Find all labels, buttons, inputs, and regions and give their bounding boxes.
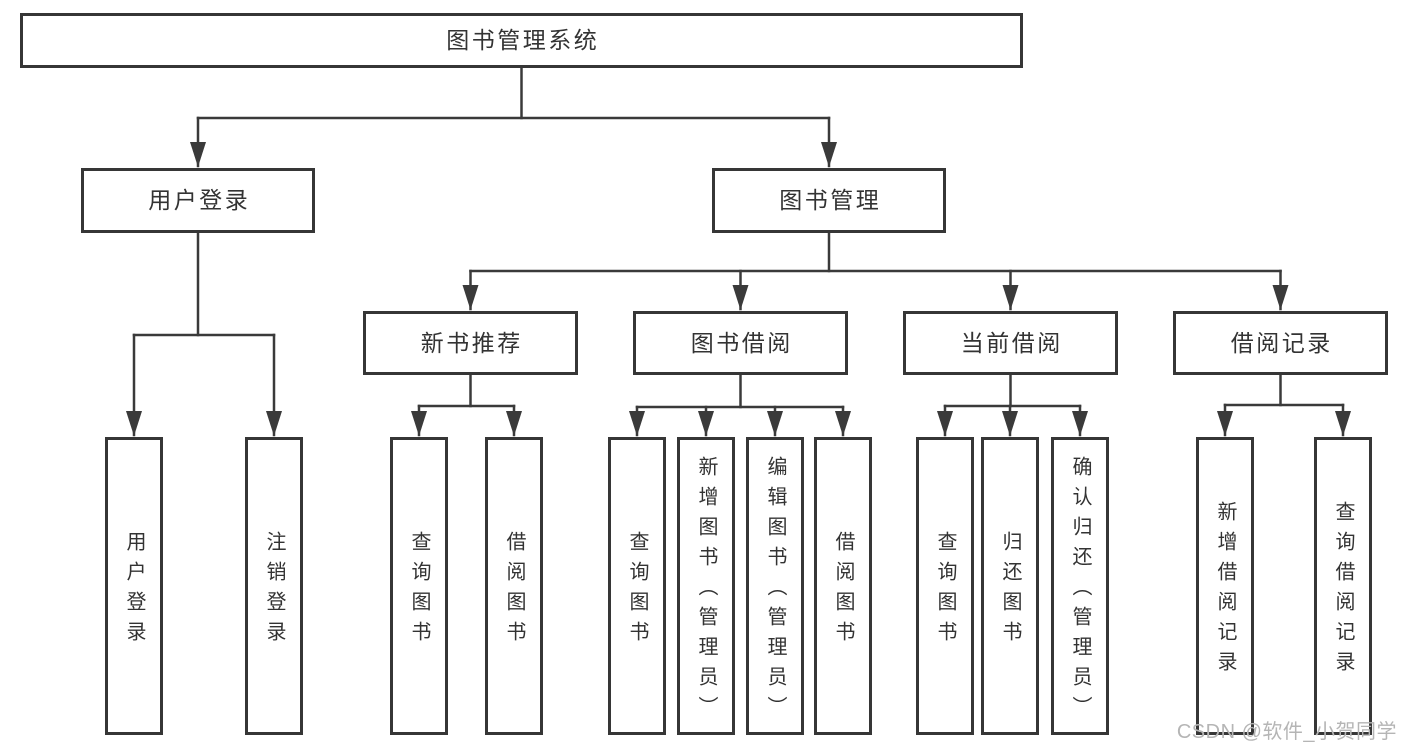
node-user-login-label: 用户登录: [148, 187, 251, 213]
node-current-borrowing: 当前借阅: [903, 311, 1118, 375]
node-new-book-recommend-label: 新书推荐: [420, 329, 523, 356]
leaf-query-books-1-label: 查询图书: [408, 531, 430, 651]
leaf-query-books-1: 查询图书: [390, 437, 448, 735]
leaf-confirm-return-admin: 确认归还（管理员）: [1051, 437, 1109, 735]
node-library-management-system: 图书管理系统: [20, 13, 1023, 68]
leaf-borrow-books-2: 借阅图书: [814, 437, 872, 735]
leaf-query-books-2: 查询图书: [608, 437, 666, 735]
node-new-book-recommend: 新书推荐: [363, 311, 578, 375]
leaf-query-borrow-record: 查询借阅记录: [1314, 437, 1372, 735]
node-current-borrowing-label: 当前借阅: [960, 329, 1063, 356]
node-user-login: 用户登录: [81, 168, 315, 233]
node-book-borrowing: 图书借阅: [633, 311, 848, 375]
leaf-edit-books-admin-label: 编辑图书（管理员）: [764, 456, 786, 726]
node-book-borrowing-label: 图书借阅: [690, 329, 793, 356]
leaf-add-borrow-record-label: 新增借阅记录: [1214, 501, 1236, 681]
node-book-management-label: 图书管理: [779, 187, 882, 213]
leaf-add-borrow-record: 新增借阅记录: [1196, 437, 1254, 735]
leaf-logout-label: 注销登录: [263, 531, 285, 651]
leaf-edit-books-admin: 编辑图书（管理员）: [746, 437, 804, 735]
leaf-logout: 注销登录: [245, 437, 303, 735]
leaf-add-books-admin: 新增图书（管理员）: [677, 437, 735, 735]
leaf-confirm-return-admin-label: 确认归还（管理员）: [1069, 456, 1091, 726]
leaf-query-books-2-label: 查询图书: [626, 531, 648, 651]
leaf-borrow-books-2-label: 借阅图书: [832, 531, 854, 651]
leaf-query-borrow-record-label: 查询借阅记录: [1332, 501, 1354, 681]
node-borrowing-records: 借阅记录: [1173, 311, 1388, 375]
leaf-return-books: 归还图书: [981, 437, 1039, 735]
node-borrowing-records-label: 借阅记录: [1230, 329, 1333, 356]
leaf-borrow-books-1-label: 借阅图书: [503, 531, 525, 651]
leaf-user-login: 用户登录: [105, 437, 163, 735]
node-book-management: 图书管理: [712, 168, 946, 233]
csdn-watermark: CSDN @软件_小贺同学: [1176, 721, 1397, 743]
leaf-query-books-3-label: 查询图书: [934, 531, 956, 651]
leaf-query-books-3: 查询图书: [916, 437, 974, 735]
leaf-add-books-admin-label: 新增图书（管理员）: [695, 456, 717, 726]
leaf-borrow-books-1: 借阅图书: [485, 437, 543, 735]
leaf-return-books-label: 归还图书: [999, 531, 1021, 651]
leaf-user-login-label: 用户登录: [123, 531, 145, 651]
node-library-management-system-label: 图书管理系统: [446, 27, 600, 53]
